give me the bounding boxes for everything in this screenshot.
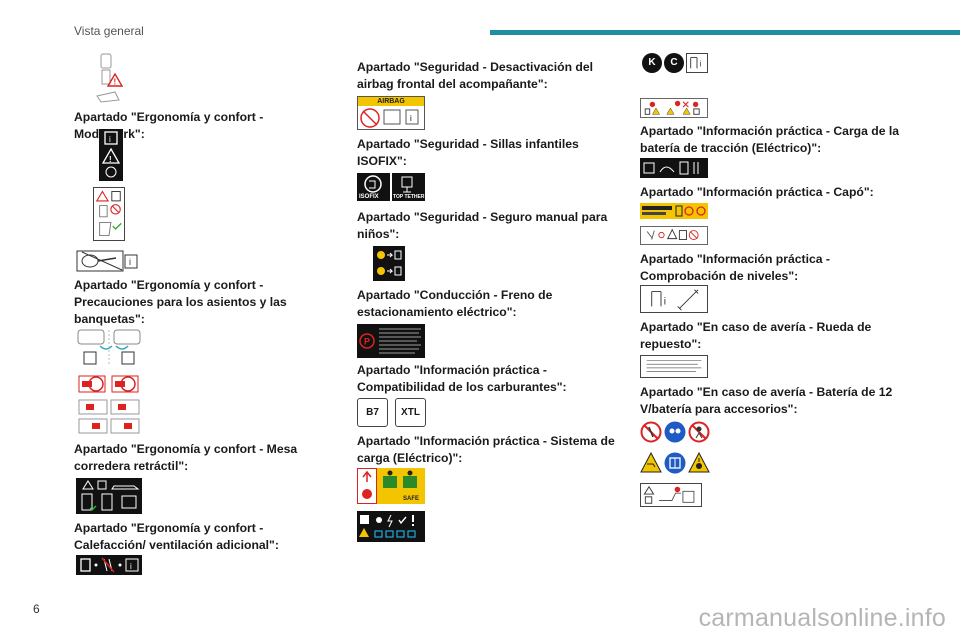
heading-traction-battery: Apartado "Información práctica - Carga d…: [640, 124, 900, 155]
heading-bonnet: Apartado "Información práctica - Capó":: [640, 185, 874, 199]
battery-instruction-label-icon: [640, 483, 702, 507]
header-title: Vista general: [74, 24, 144, 38]
svg-text:i: i: [129, 257, 131, 267]
charging-indicator-label-icon: [357, 511, 425, 542]
heading-fluid-levels: Apartado "Información práctica - Comprob…: [640, 252, 830, 283]
page-number: 6: [33, 602, 40, 616]
seat-precaution-label-icon: i: [76, 250, 138, 272]
key-c-icon: C: [664, 53, 684, 73]
fluid-levels-label-icon: i: [640, 285, 708, 313]
sliding-table-label-icon: [76, 478, 142, 514]
heading-heating-ventilation: Apartado "Ergonomía y confort - Calefacc…: [74, 521, 279, 552]
bonnet-stop-start-label-icon: [640, 203, 708, 219]
header-accent-bar: [490, 30, 960, 35]
heading-charging-system: Apartado "Información práctica - Sistema…: [357, 434, 615, 465]
battery-corrosive-warning-icon: [640, 452, 662, 474]
svg-text:!: !: [114, 78, 117, 87]
spare-wheel-label-icon: [640, 355, 708, 378]
battery-eye-protection-icon: [664, 421, 686, 443]
svg-text:!: !: [109, 155, 112, 164]
isofix-icon: ISOFIX: [357, 173, 390, 201]
heading-sliding-table: Apartado "Ergonomía y confort - Mesa cor…: [74, 442, 298, 473]
traction-battery-cables-icon: [640, 158, 708, 178]
safe-label: SAFE: [402, 496, 419, 502]
moduwork-seat-warning-icon: !: [93, 52, 123, 104]
seat-positions-row1-icons: [78, 399, 140, 415]
battery-no-fire-icon: [640, 421, 662, 443]
moduwork-warning-label-icon: i !: [99, 129, 123, 181]
top-tether-label: TOP TETHER: [393, 194, 425, 200]
heading-child-lock: Apartado "Seguridad - Seguro manual para…: [357, 210, 608, 241]
top-tether-icon: TOP TETHER: [392, 173, 425, 201]
heading-isofix: Apartado "Seguridad - Sillas infantiles …: [357, 137, 579, 168]
battery-read-manual-icon: [664, 452, 686, 474]
bench-forbidden-icons: [78, 373, 140, 395]
fuel-b7-icon: B7: [357, 398, 388, 427]
heater-fuel-label-icon: i: [76, 555, 142, 575]
bonnet-warning-label-icon: [640, 226, 708, 245]
key-k-icon: K: [642, 53, 662, 73]
parking-brake-label-icon: P: [357, 324, 425, 358]
svg-text:i: i: [109, 135, 111, 144]
svg-text:i: i: [130, 562, 132, 571]
heading-airbag-deactivation: Apartado "Seguridad - Desactivación del …: [357, 60, 594, 91]
svg-text:i: i: [664, 297, 666, 308]
heading-spare-wheel: Apartado "En caso de avería - Rueda de r…: [640, 320, 872, 351]
battery-no-children-icon: [688, 421, 710, 443]
child-lock-label-icon: [373, 246, 405, 281]
heading-moduwork: Apartado "Ergonomía y confort - Moduwork…: [74, 110, 264, 141]
charging-system-label-icon: SAFE: [357, 468, 425, 504]
heading-parking-brake: Apartado "Conducción - Freno de estacion…: [357, 288, 553, 319]
svg-text:i: i: [700, 60, 702, 69]
heading-12v-battery: Apartado "En caso de avería - Batería de…: [640, 385, 893, 416]
heading-seat-precautions: Apartado "Ergonomía y confort - Precauci…: [74, 278, 287, 326]
bench-fold-diagram-icon: [76, 328, 142, 366]
fuel-xtl-icon: XTL: [395, 398, 426, 427]
manual-info-icon: i: [686, 53, 708, 73]
isofix-label: ISOFIX: [359, 194, 379, 200]
traction-battery-charge-label-icon: [640, 98, 708, 118]
heading-fuel-compat: Apartado "Información práctica - Compati…: [357, 363, 567, 394]
battery-explosive-warning-icon: [688, 452, 710, 474]
moduwork-instruction-label-icon: [93, 187, 125, 241]
airbag-warning-label-icon: AIRBAG i: [357, 96, 425, 130]
svg-text:P: P: [364, 337, 370, 347]
watermark-text: carmanualsonline.info: [698, 604, 946, 632]
svg-text:i: i: [410, 114, 412, 123]
seat-positions-row2-icons: [78, 418, 140, 434]
airbag-label-text: AIRBAG: [358, 97, 424, 106]
